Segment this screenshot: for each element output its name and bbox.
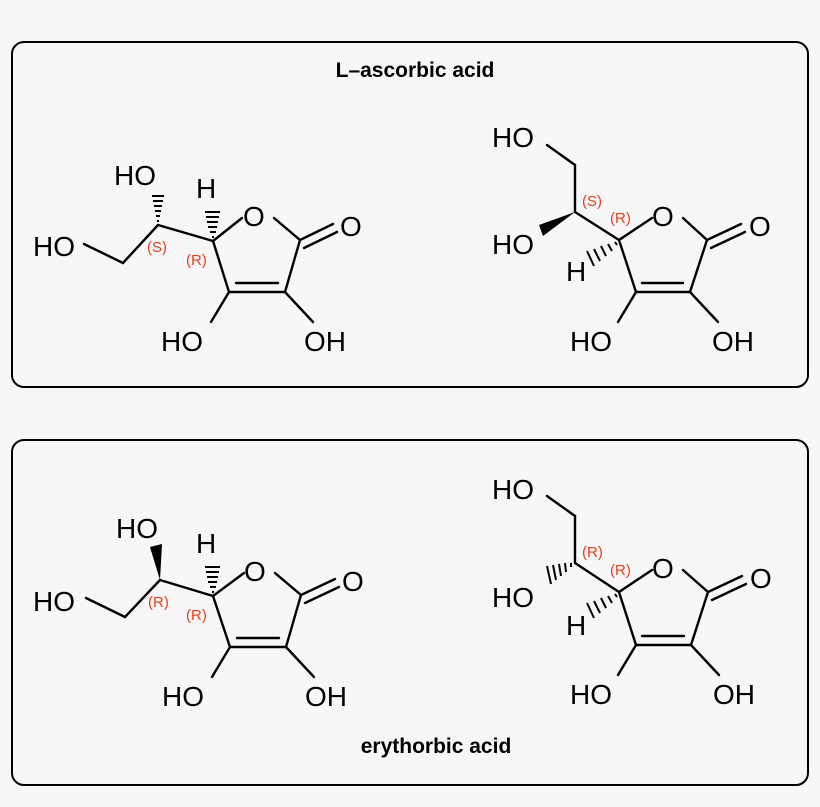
bond [299,577,337,597]
bold-wedge [539,212,575,236]
stereo-label: (R) [148,594,169,611]
hashed-wedge [546,562,572,585]
atom-label: H [196,173,216,204]
stereo-label: (R) [186,252,207,269]
bond [617,216,654,242]
atom-label: HO [570,326,612,357]
bond [545,494,577,518]
bond [709,230,747,250]
atom-label: HO [33,586,75,617]
atom-label: H [566,610,586,641]
bond [211,594,232,649]
molecule-ascorbic-right: HO HO H O O HO OH (S) (R) [492,122,771,357]
bond [705,222,743,242]
stereo-label: (S) [582,193,602,210]
panel-caption: L–ascorbic acid [336,59,495,82]
hashed-wedge [586,241,618,267]
molecule-erythorbic-left: HO H O O HO HO OH (R) (R) [33,513,364,712]
panel-caption: erythorbic acid [361,735,512,758]
atom-label: H [196,528,216,559]
bond [211,571,246,598]
bond [273,571,303,597]
atom-label: O [342,566,364,597]
bold-wedge [150,544,162,580]
bond [123,578,162,619]
bond [617,568,654,594]
bond [283,290,315,324]
atom-label: OH [712,326,754,357]
bond [545,143,577,167]
atom-label: HO [492,474,534,505]
bond [689,643,721,677]
bond [156,223,215,243]
bond [284,645,316,679]
bond [158,578,215,598]
atom-label: HO [161,326,203,357]
atom-label: HO [570,679,612,710]
panel-frame [11,41,809,388]
hashed-wedge [586,593,618,619]
bond [298,222,335,242]
bond [84,596,127,619]
bond [82,242,125,265]
bond [573,561,621,594]
atom-label: HO [114,160,156,191]
bond [303,585,341,605]
atom-label: HO [492,122,534,153]
panel-frame [11,439,809,786]
stereo-label: (R) [610,562,631,579]
bond [688,290,720,324]
atom-label: O [244,556,266,587]
bond [688,238,709,294]
bond [616,643,638,677]
bond [617,238,638,294]
bond [710,582,748,602]
bond [681,216,709,242]
atom-label: O [243,201,265,232]
hashed-wedge [152,195,164,222]
hashed-wedge [205,211,220,238]
bond [616,290,638,324]
bond [302,230,339,250]
atom-label: O [340,211,362,242]
stereo-label: (R) [186,607,207,624]
atom-label: OH [713,679,755,710]
atom-label: O [750,563,772,594]
molecule-ascorbic-left: HO H O O HO HO OH (S) (R) [33,160,362,357]
atom-label: O [749,211,771,242]
panel-ascorbic: L–ascorbic acid [11,41,809,388]
stereo-label: (R) [582,544,603,561]
bond [211,239,231,294]
atom-label: HO [116,513,158,544]
atom-label: HO [162,681,204,712]
atom-label: OH [305,681,347,712]
bond [706,574,744,594]
atom-label: O [652,553,674,584]
bond [573,210,621,242]
bond [121,223,160,265]
bond [210,645,232,679]
bond [283,238,302,294]
bond [681,568,710,594]
hashed-wedge [205,566,220,593]
bond [284,593,303,649]
bond [209,290,231,324]
atom-label: OH [304,326,346,357]
bond [617,590,638,647]
atom-label: O [652,201,674,232]
atom-label: HO [33,231,75,262]
bond [272,216,302,242]
atom-label: HO [492,229,534,260]
atom-label: HO [492,582,534,613]
bond [211,216,244,243]
bond [689,590,710,647]
stereo-label: (S) [147,239,167,256]
stereo-label: (R) [610,210,631,227]
molecule-erythorbic-right: HO HO H O O HO OH (R) (R) [492,474,772,710]
panel-erythorbic: erythorbic acid [11,439,809,786]
atom-label: H [566,256,586,287]
